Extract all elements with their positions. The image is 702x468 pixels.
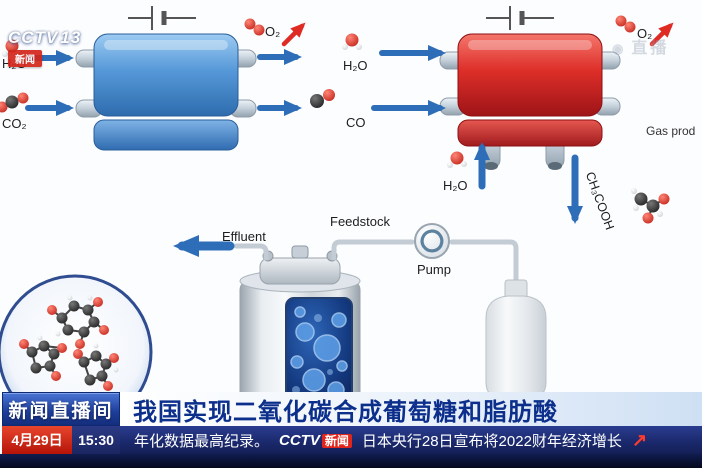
channel-number: 13: [60, 28, 82, 47]
battery-icon-right: [486, 6, 554, 30]
watermark-text: 直播: [631, 40, 670, 57]
flow-arrows: [25, 45, 583, 224]
molecule-h2o-bottom: [447, 151, 467, 168]
ticker-text-right: 日本央行28日宣布将2022财年经济增长: [361, 432, 622, 450]
up-trend-arrow-icon: ↗: [631, 429, 648, 450]
xinwen-logo-text: 新闻: [321, 433, 352, 448]
collection-bottle: [485, 279, 547, 399]
headline-bar: 我国实现二氧化碳合成葡萄糖和脂肪酸: [120, 392, 702, 426]
bioreactor-tank: [239, 245, 361, 407]
pump-label: Pump: [417, 262, 451, 277]
date-text: 4月29日: [2, 426, 72, 454]
molecule-co2-left: [0, 92, 29, 113]
molecule-inset: [0, 274, 153, 430]
watermark: ◉ 直播: [612, 34, 669, 58]
tubing: [233, 239, 519, 293]
gas-product-label: Gas prod: [646, 124, 696, 138]
date-time-box: 4月29日 15:30: [2, 426, 120, 454]
effluent-label: Effluent: [222, 229, 266, 244]
watermark-dot-icon: ◉: [612, 41, 627, 56]
lower-third: 新闻直播间 我国实现二氧化碳合成葡萄糖和脂肪酸 4月29日 15:30 年化数据…: [0, 392, 702, 468]
electrolyzer-blue: [75, 33, 257, 151]
molecule-o2-left: [244, 18, 265, 36]
bottom-strip: [0, 454, 702, 468]
ticker-text-left: 年化数据最高纪录。: [134, 432, 270, 450]
pump-icon: [414, 223, 450, 259]
headline-text: 我国实现二氧化碳合成葡萄糖和脂肪酸: [133, 398, 558, 426]
battery-icon-left: [128, 6, 196, 30]
molecule-h2o-mid: [342, 33, 362, 50]
molecule-clusters: [19, 295, 119, 391]
program-title-box: 新闻直播间: [2, 392, 120, 426]
h2o-bottom-label: H₂O: [443, 178, 468, 193]
co2-left-label: CO₂: [2, 116, 27, 131]
molecule-acetic-acid: [631, 188, 670, 224]
cctv-logo-text: CCTV: [279, 431, 320, 449]
molecule-co-mid: [310, 89, 335, 108]
co-mid-label: CO: [346, 115, 366, 130]
o2-left-label: O₂: [265, 24, 281, 39]
cctv-text: CCTV: [8, 28, 59, 47]
electrolyzer-red: [439, 33, 621, 170]
o2-arrows: [281, 22, 674, 47]
program-title: 新闻直播间: [8, 400, 114, 422]
time-text: 15:30: [72, 426, 120, 454]
molecule-o2-right: [615, 15, 636, 33]
news-badge: 新闻: [8, 50, 42, 67]
feedstock-label: Feedstock: [330, 214, 390, 229]
h2o-mid-label: H₂O: [343, 58, 368, 73]
o2-right-label: O₂: [637, 26, 653, 41]
